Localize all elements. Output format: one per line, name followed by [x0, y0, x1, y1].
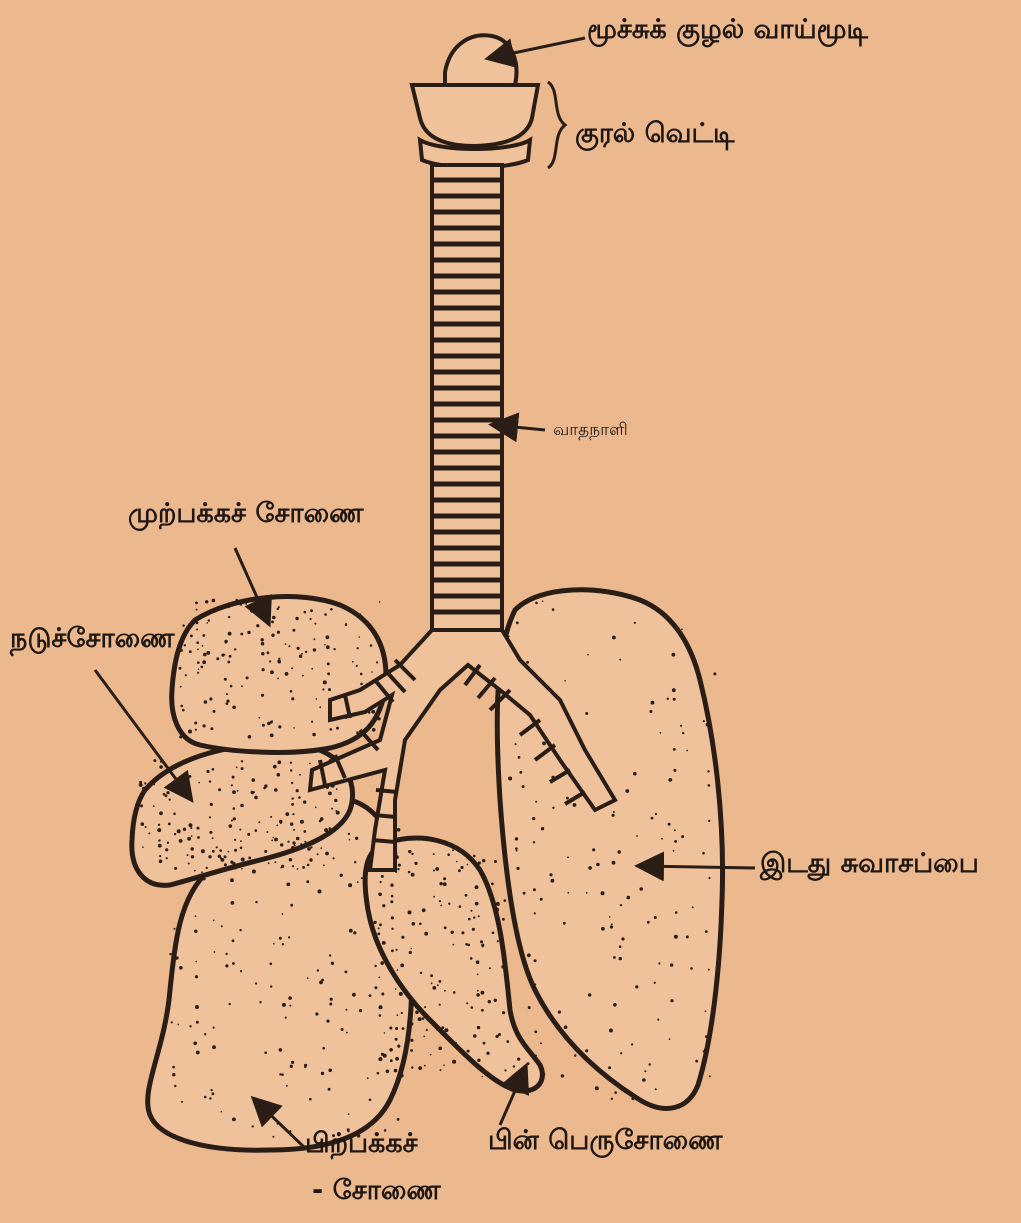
label-posterior-lobe: பின் பெருசோணை	[488, 1125, 722, 1160]
label-left-lung: இடது சுவாசப்பை	[760, 848, 979, 883]
label-trachea: வாதநாளி	[553, 420, 628, 442]
right-upper-lobe	[172, 597, 386, 753]
label-larynx: குரல் வெட்டி	[575, 118, 734, 153]
label-right-middle-lobe: நடுச்சோணை	[10, 623, 175, 658]
label-right-upper-lobe: முற்பக்கச் சோணை	[128, 498, 363, 533]
label-epiglottis: மூச்சுக் குழல் வாய்மூடி	[587, 14, 868, 49]
trachea-tube	[432, 165, 502, 630]
epiglottis-shape	[445, 35, 516, 85]
label-right-lower-lobe-2: - சோணை	[312, 1175, 441, 1210]
label-right-lower-lobe-1: பிற்பக்கச்	[305, 1128, 418, 1163]
larynx-shape	[412, 85, 538, 146]
